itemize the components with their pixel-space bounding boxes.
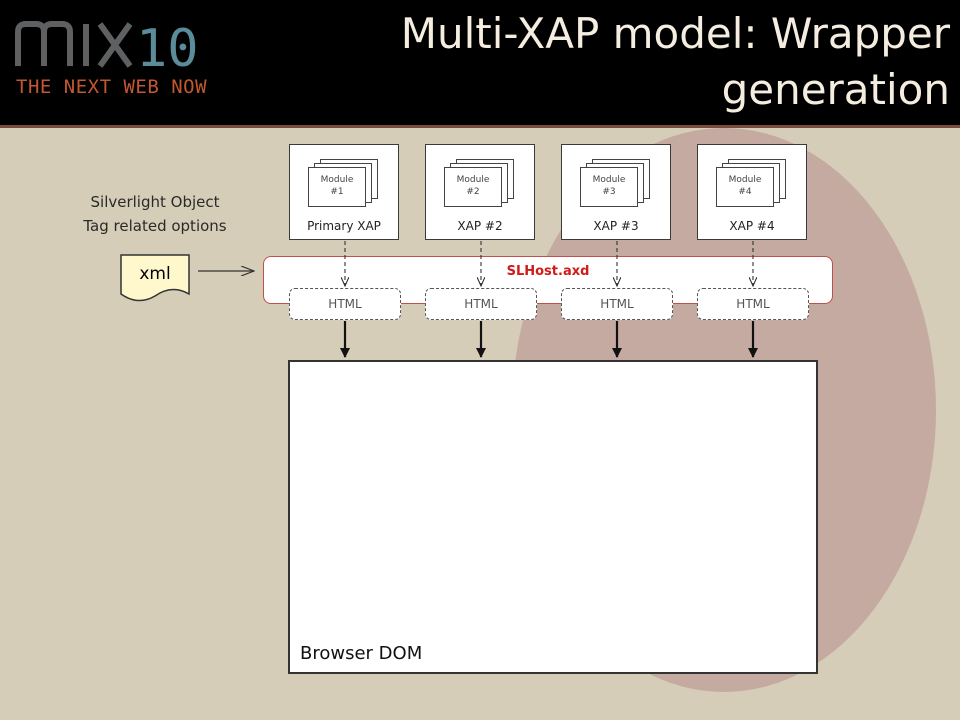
xap-label: XAP #2 (457, 219, 503, 233)
html-box-4: HTML (697, 288, 809, 320)
xap-label: Primary XAP (307, 219, 381, 233)
silverlight-options-line1: Silverlight Object (90, 193, 220, 211)
module-stack: Module #1 (308, 159, 378, 211)
module-number: #2 (466, 187, 480, 197)
slide-header: 10 THE NEXT WEB NOW Multi-XAP model: Wra… (0, 0, 960, 128)
svg-text:10: 10 (136, 19, 199, 72)
xap-label: XAP #4 (729, 219, 775, 233)
module-number: #4 (738, 187, 752, 197)
module-number: #3 (602, 187, 616, 197)
xap-box-3: Module #3 XAP #3 (561, 144, 671, 240)
logo-tagline: THE NEXT WEB NOW (16, 76, 208, 98)
browser-dom-box: Browser DOM (288, 360, 818, 674)
module-word: Module (320, 175, 354, 185)
module-word: Module (728, 175, 762, 185)
browser-dom-label: Browser DOM (300, 643, 423, 664)
xml-label: xml (139, 264, 171, 284)
mix10-logo: 10 (15, 19, 199, 72)
module-card-front: Module #3 (580, 167, 638, 207)
xap-label: XAP #3 (593, 219, 639, 233)
silverlight-options-line2: Tag related options (83, 217, 227, 235)
xml-document-icon (120, 254, 190, 302)
xap-box-primary: Module #1 Primary XAP (289, 144, 399, 240)
module-word: Module (592, 175, 626, 185)
module-word: Module (456, 175, 490, 185)
module-stack: Module #2 (444, 159, 514, 211)
module-card-front: Module #1 (308, 167, 366, 207)
html-box-1: HTML (289, 288, 401, 320)
xap-box-4: Module #4 XAP #4 (697, 144, 807, 240)
html-box-3: HTML (561, 288, 673, 320)
module-card-front: Module #2 (444, 167, 502, 207)
slide-title: Multi-XAP model: Wrapper generation (400, 9, 950, 114)
module-number: #1 (330, 187, 344, 197)
module-stack: Module #4 (716, 159, 786, 211)
module-stack: Module #3 (580, 159, 650, 211)
silverlight-options-label: Silverlight Object Tag related options (60, 190, 250, 238)
html-box-2: HTML (425, 288, 537, 320)
slhost-label: SLHost.axd (506, 264, 590, 279)
module-card-front: Module #4 (716, 167, 774, 207)
xap-box-2: Module #2 XAP #2 (425, 144, 535, 240)
